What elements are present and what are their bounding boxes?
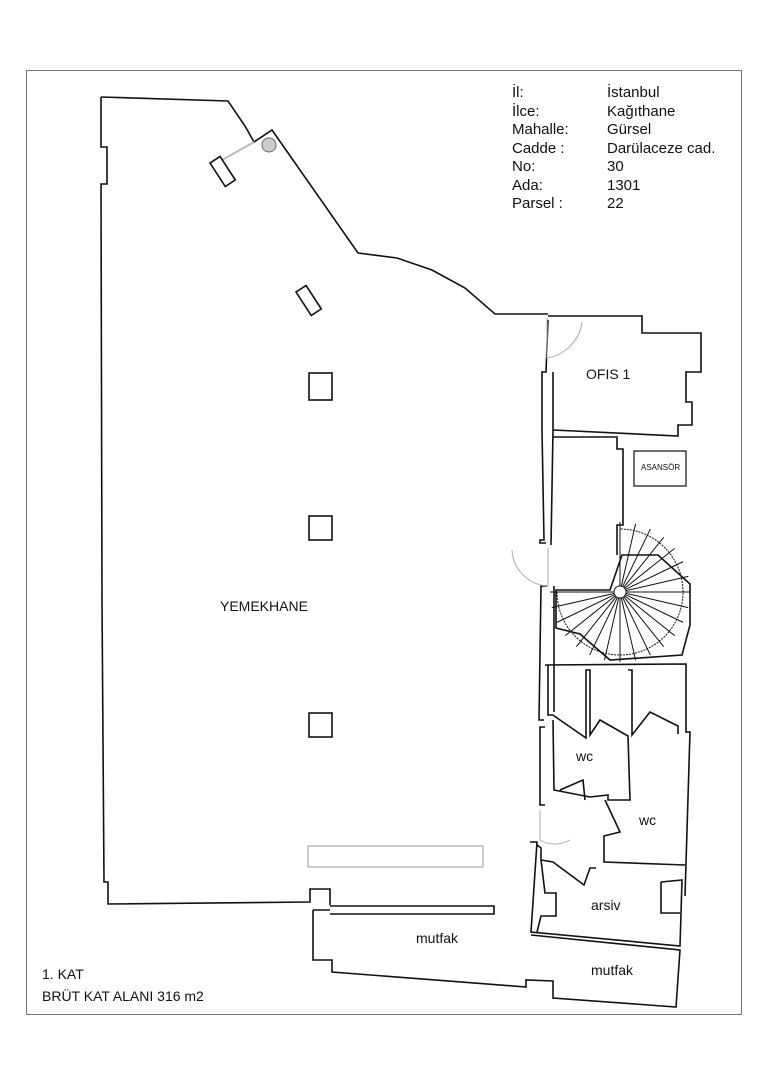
info-value: Darülaceze cad. — [607, 139, 716, 157]
yemekhane-west-wall — [100, 97, 331, 905]
stair-tread — [622, 597, 651, 656]
elevator — [633, 450, 687, 487]
stair-tread — [603, 597, 620, 661]
stair-tread — [575, 596, 617, 648]
stair-tread — [623, 596, 665, 648]
counter — [307, 845, 484, 868]
room-label-mutfak: mutfak — [591, 962, 634, 978]
floor-label: 1. KAT — [42, 966, 84, 982]
column-square — [308, 515, 333, 541]
column-rect — [208, 155, 237, 188]
info-value: Gürsel — [607, 121, 652, 138]
info-value: 22 — [607, 195, 624, 212]
info-value: İstanbul — [607, 84, 660, 101]
column-rect — [294, 284, 323, 317]
info-value: 1301 — [607, 176, 641, 194]
stair-walkline — [556, 528, 684, 656]
stair-tread — [625, 575, 689, 592]
stair-tread — [623, 536, 665, 588]
info-value: 30 — [607, 158, 624, 175]
sheet-frame — [26, 70, 742, 1015]
room-label-mutfak: mutfak — [416, 930, 459, 946]
stair-outline — [555, 554, 691, 661]
column-square — [308, 712, 333, 738]
info-key: No: — [512, 158, 536, 175]
info-key: Mahalle: — [512, 121, 569, 138]
column-round — [261, 137, 277, 153]
stair-tread — [551, 592, 615, 609]
stair-tread — [625, 594, 684, 623]
info-key: İlce: — [512, 102, 540, 120]
info-key: Ada: — [512, 176, 543, 194]
column-square — [308, 372, 333, 401]
stair-tread — [624, 547, 676, 589]
stair-tread — [624, 595, 676, 637]
room-label-wc: wc — [639, 812, 657, 828]
stair-tread — [564, 595, 616, 637]
info-key: Parsel : — [512, 195, 563, 212]
info-key: İl: — [512, 84, 524, 101]
stair-tread — [556, 594, 615, 623]
stair-tread — [625, 561, 684, 590]
room-label-wc: wc — [576, 748, 594, 764]
spiral-stair-icon — [550, 522, 690, 662]
room-label-asansor: ASANSÖR — [641, 463, 681, 472]
room-label-yemekhane: YEMEKHANE — [220, 598, 308, 614]
gross-area-label: BRÜT KAT ALANI 316 m2 — [42, 988, 204, 1004]
mutfak-outline — [312, 910, 681, 1008]
room-label-ofis: OFIS 1 — [586, 366, 631, 382]
parcel-info: İl: İstanbul İlce: Kağıthane Mahalle: Gürse… — [512, 84, 715, 214]
ofis-outline — [548, 315, 702, 437]
yemekhane-outline — [100, 96, 548, 315]
stair-tread — [625, 592, 689, 609]
window-top — [221, 141, 255, 161]
info-value: Kağıthane — [607, 102, 676, 120]
stair-tread — [620, 597, 637, 661]
room-label-arsiv: arsiv — [591, 897, 621, 913]
stair-tread — [622, 528, 651, 587]
info-key: Cadde : — [512, 139, 565, 157]
stair-newel — [613, 585, 627, 599]
